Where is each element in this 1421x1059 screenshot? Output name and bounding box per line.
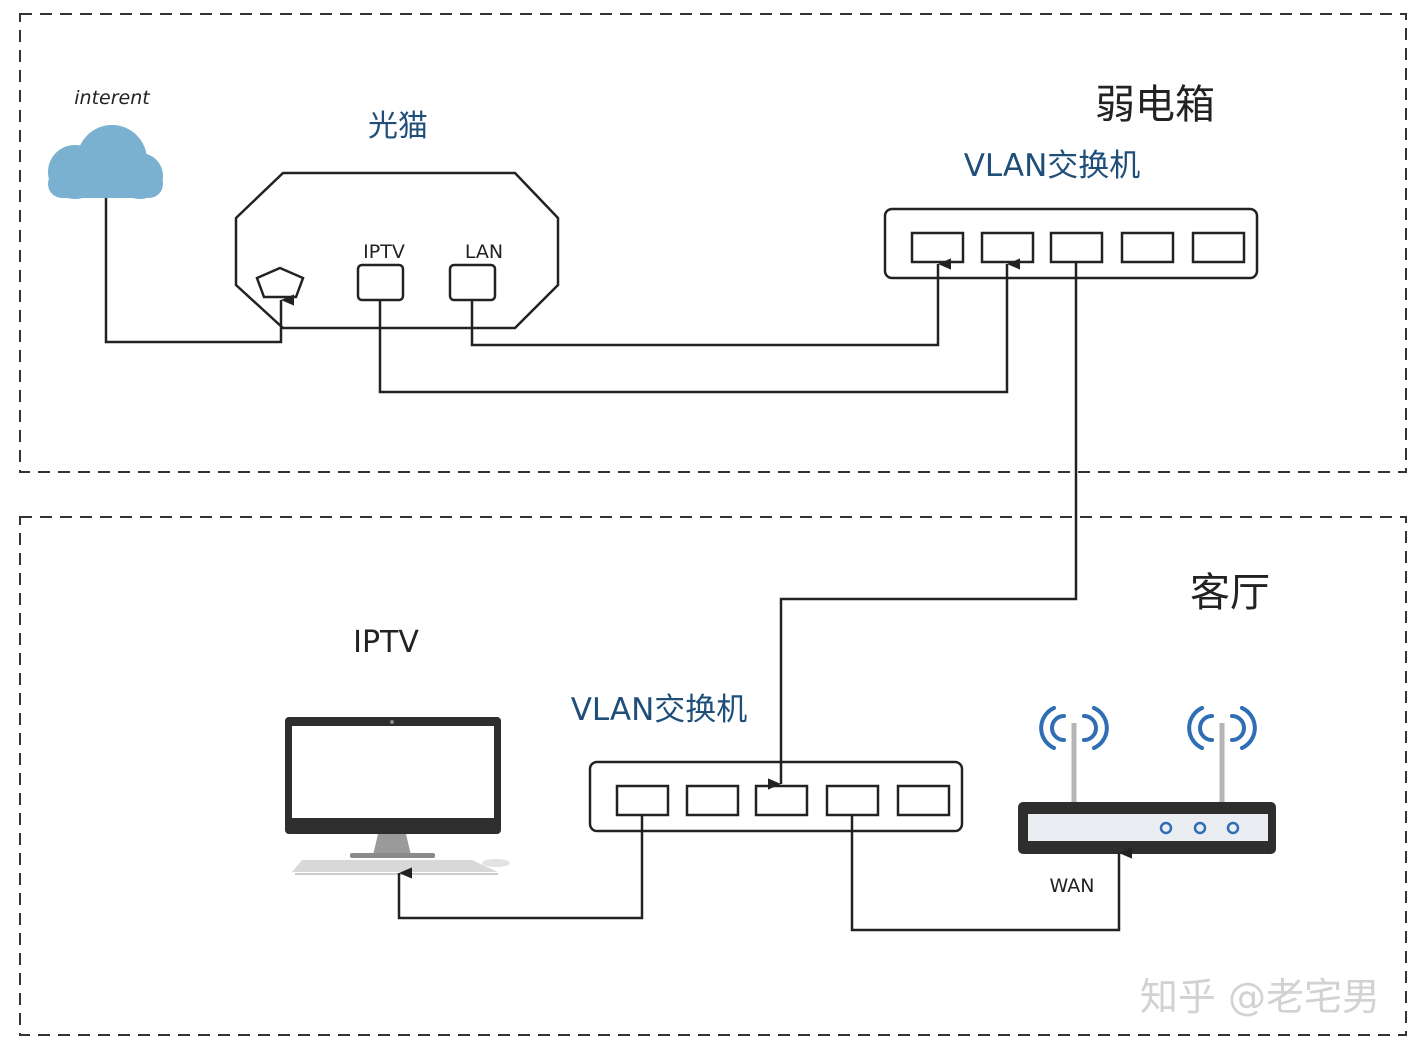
top-switch-port-2 xyxy=(980,231,1035,264)
modem-lan-to-switch-line xyxy=(470,264,938,347)
bottom-switch-port-1 xyxy=(615,784,670,817)
modem-iptv-port xyxy=(356,263,405,302)
monitor-icon xyxy=(285,717,510,875)
trunk-to-living-room-line xyxy=(781,262,1078,784)
bottom-switch-port-5 xyxy=(896,784,951,817)
modem-iptv-to-switch-line xyxy=(378,264,1007,394)
iptv-device-label: IPTV xyxy=(353,625,419,660)
top-switch-title: VLAN交换机 xyxy=(964,148,1141,184)
router-icon xyxy=(1018,706,1276,854)
cloud-icon xyxy=(48,125,163,199)
router-wan-label: WAN xyxy=(1050,875,1095,897)
internet-to-modem-line xyxy=(104,198,281,344)
wifi-wave-icon xyxy=(1039,706,1257,750)
weak-box-title: 弱电箱 xyxy=(1095,82,1215,128)
fiber-port-icon xyxy=(255,266,305,299)
bottom-switch-port-4 xyxy=(825,784,880,817)
internet-label: interent xyxy=(74,87,151,109)
top-switch-port-5 xyxy=(1191,231,1246,264)
living-room-zone xyxy=(19,516,1407,1036)
modem-iptv-port-label: IPTV xyxy=(363,241,405,263)
top-switch-ports xyxy=(910,231,1246,264)
bottom-switch-ports xyxy=(615,784,951,817)
living-room-title: 客厅 xyxy=(1190,570,1270,616)
bottom-switch-port-2 xyxy=(685,784,740,817)
connections xyxy=(104,198,1119,932)
modem-title: 光猫 xyxy=(368,109,428,144)
modem-lan-port xyxy=(448,263,497,302)
top-switch-port-4 xyxy=(1120,231,1175,264)
top-switch-port-3 xyxy=(1049,231,1104,264)
watermark: 知乎 @老宅男 xyxy=(1140,975,1380,1019)
bottom-switch-title: VLAN交换机 xyxy=(571,692,748,728)
top-switch-port-1 xyxy=(910,231,965,264)
switch-to-iptv-line xyxy=(397,815,644,920)
switch-to-router-wan-line xyxy=(850,815,1119,932)
bottom-switch-port-3 xyxy=(754,784,809,817)
modem-lan-port-label: LAN xyxy=(465,241,503,263)
